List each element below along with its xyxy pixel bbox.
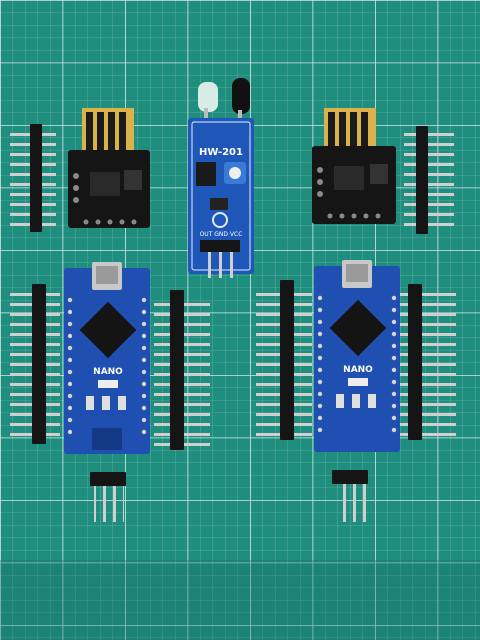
arduino-nano-left: NANO bbox=[64, 262, 150, 454]
nano-left-label: NANO bbox=[93, 367, 123, 377]
digispark-board-left bbox=[68, 108, 150, 228]
pin-header-top-left bbox=[10, 124, 56, 232]
pin-header-mid-left bbox=[154, 290, 210, 450]
pin-header-mid-far-left bbox=[10, 284, 60, 444]
ir-module-label: HW-201 bbox=[199, 147, 243, 158]
ir-sensor-module: HW-201 OUT GND VCC bbox=[188, 78, 254, 278]
arduino-nano-right: NANO bbox=[314, 260, 400, 452]
pin-header-mid-center bbox=[256, 280, 312, 440]
ir-pin-labels: OUT GND VCC bbox=[200, 231, 243, 238]
nano-right-label: NANO bbox=[343, 365, 373, 375]
icsp-header-left bbox=[90, 472, 126, 522]
pin-header-top-right bbox=[404, 126, 454, 234]
icsp-header-right bbox=[332, 470, 368, 522]
pin-header-mid-far-right bbox=[400, 284, 456, 440]
digispark-board-right bbox=[312, 108, 396, 224]
